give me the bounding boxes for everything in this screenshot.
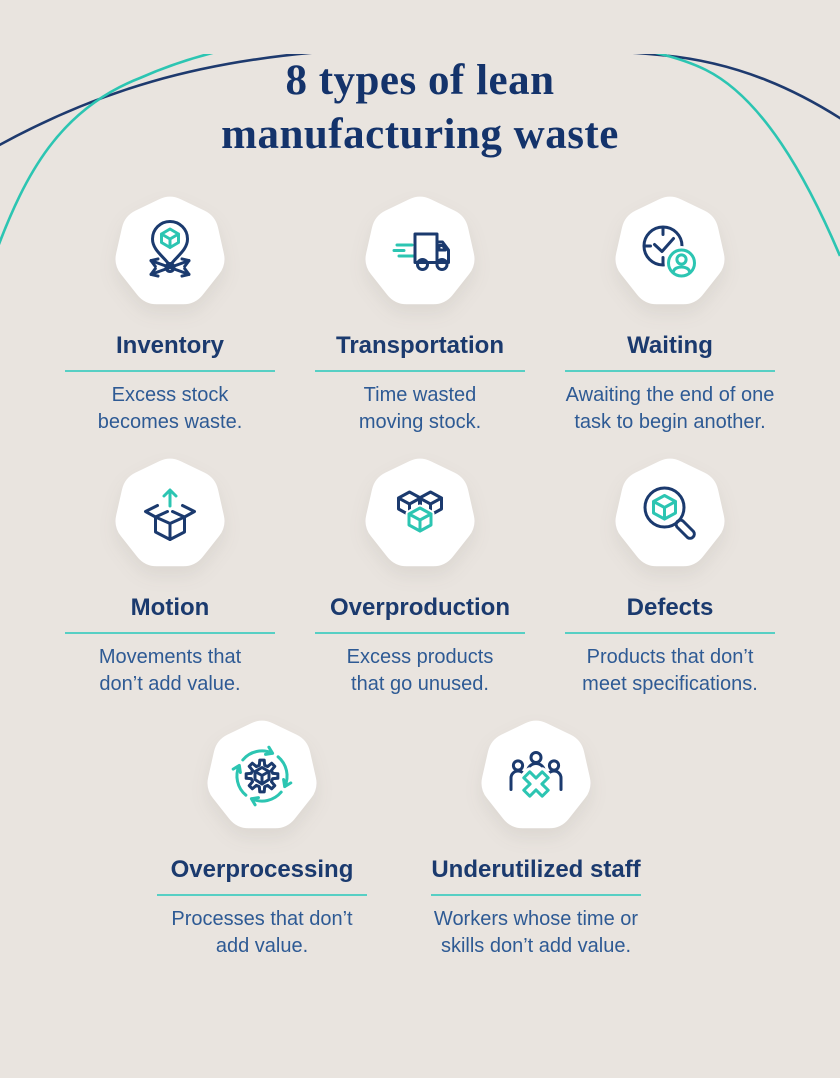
page-title-line1: 8 types of lean: [285, 57, 555, 104]
card-blob: [115, 196, 225, 305]
staff-with-cross-icon: [481, 720, 591, 829]
card-title: Underutilized staff: [431, 856, 641, 884]
card-title: Inventory: [115, 332, 225, 360]
clock-person-icon: [615, 196, 725, 305]
card-title: Transportation: [335, 332, 504, 360]
card-title: Motion: [130, 594, 210, 622]
magnifier-cube-icon: [615, 458, 725, 567]
card-title: Defects: [626, 594, 714, 622]
card-blob: [365, 196, 475, 305]
card-divider: [565, 369, 775, 372]
page-title-line2: manufacturing waste: [221, 111, 619, 159]
card-title: Waiting: [627, 332, 713, 360]
delivery-truck-icon: [365, 196, 475, 305]
card-divider: [315, 369, 525, 372]
card-divider: [65, 369, 275, 372]
card-divider: [565, 631, 775, 634]
page-title: 8 types of lean manufacturing waste: [0, 54, 840, 162]
card-title: Overproduction: [329, 594, 510, 622]
three-cubes-icon: [365, 458, 475, 567]
location-pin-cube-arrows-icon: [115, 196, 225, 305]
card-divider: [157, 893, 367, 896]
card-blob: [115, 458, 225, 567]
card-title: Overprocessing: [170, 856, 354, 884]
card-blob: [615, 196, 725, 305]
card-blob: [615, 458, 725, 567]
card-divider: [65, 631, 275, 634]
open-box-up-arrow-icon: [115, 458, 225, 567]
gear-cycle-arrows-icon: [207, 720, 317, 829]
card-divider: [431, 893, 641, 896]
card-underutilized-staff: Underutilized staff Workers whose time o…: [401, 714, 671, 960]
card-divider: [315, 631, 525, 634]
